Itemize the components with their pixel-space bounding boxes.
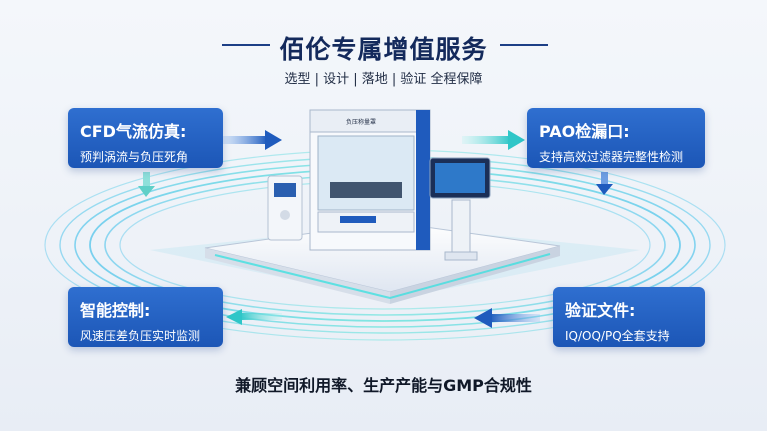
card-validation-desc: IQ/OQ/PQ全套支持 bbox=[565, 329, 670, 343]
weighing-booth-machine: 负压称量罩 bbox=[309, 109, 431, 251]
arrow-cfd-right bbox=[222, 130, 282, 150]
arrow-control-left bbox=[226, 309, 282, 325]
card-smart-control: 智能控制: 风速压差负压实时监测 bbox=[68, 287, 223, 347]
display-platform bbox=[150, 221, 640, 304]
card-cfd-title: CFD气流仿真: bbox=[80, 122, 187, 141]
card-pao-desc: 支持高效过滤器完整性检测 bbox=[539, 150, 684, 164]
card-cfd-desc: 预判涡流与负压死角 bbox=[80, 150, 189, 164]
control-cabinet-left bbox=[267, 175, 303, 241]
title-decor-right bbox=[500, 44, 548, 46]
arrow-validation-left bbox=[474, 308, 540, 328]
title-decor-left bbox=[222, 44, 270, 46]
card-control-title: 智能控制: bbox=[80, 301, 151, 320]
page-title: 佰伦专属增值服务 bbox=[279, 35, 488, 64]
arrow-cfd-down bbox=[138, 172, 155, 197]
card-validation-title: 验证文件: bbox=[565, 301, 636, 320]
machine-label: 负压称量罩 bbox=[346, 118, 376, 126]
card-pao-title: PAO检漏口: bbox=[539, 122, 630, 141]
card-pao-leak-port: PAO检漏口: 支持高效过滤器完整性检测 bbox=[527, 108, 705, 168]
page-subtitle: 选型 | 设计 | 落地 | 验证 全程保障 bbox=[284, 72, 483, 87]
arrow-pao-down bbox=[596, 172, 613, 195]
card-control-desc: 风速压差负压实时监测 bbox=[80, 329, 201, 343]
card-validation-docs: 验证文件: IQ/OQ/PQ全套支持 bbox=[553, 287, 705, 347]
arrow-pao-right bbox=[462, 130, 525, 150]
hmi-terminal-right bbox=[429, 157, 491, 261]
footer-tagline: 兼顾空间利用率、生产产能与GMP合规性 bbox=[235, 376, 532, 395]
card-cfd-simulation: CFD气流仿真: 预判涡流与负压死角 bbox=[68, 108, 223, 168]
